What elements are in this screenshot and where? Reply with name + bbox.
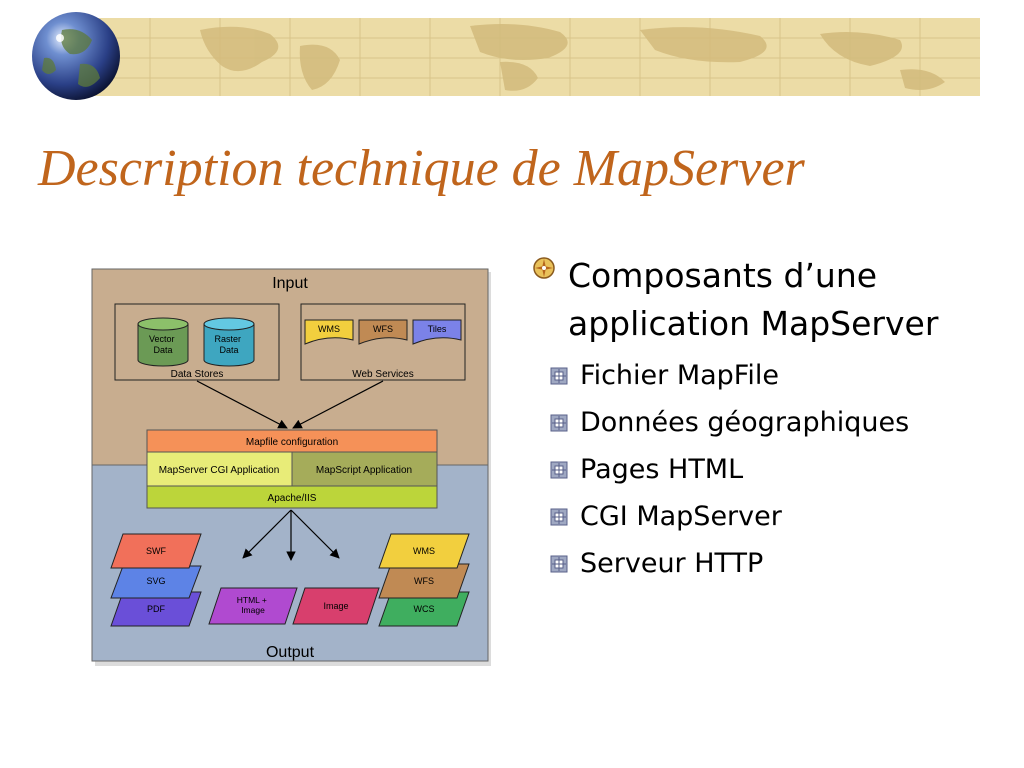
square-bullet-icon xyxy=(550,461,568,479)
bullet-main-text: Composants d’une application MapServer xyxy=(568,256,939,343)
apache-iis-bar xyxy=(146,485,438,509)
mapserver-architecture-diagram: Input Data Stores Vector Data Raster Dat… xyxy=(91,268,491,666)
arrow-output-right xyxy=(290,509,340,559)
svg-text:MapScript Application: MapScript Application xyxy=(316,465,412,476)
sub-bullet: Pages HTML xyxy=(532,452,1002,489)
wms-doc xyxy=(304,319,354,345)
svg-text:Apache/IIS: Apache/IIS xyxy=(268,493,317,504)
arrow-datastores xyxy=(196,380,288,429)
square-bullet-icon xyxy=(550,508,568,526)
slide-title: Description technique de MapServer xyxy=(38,140,805,197)
svg-text:Vector Data: Vector Data xyxy=(149,334,177,355)
raster-data-cylinder xyxy=(203,317,255,367)
vector-label-1: Vector xyxy=(149,334,175,344)
vector-label-2: Data xyxy=(153,345,172,355)
swf-shape xyxy=(110,533,202,569)
sub-bullet-text: Données géographiques xyxy=(580,406,910,438)
html-image-shape xyxy=(208,587,298,625)
data-stores-box xyxy=(114,303,280,381)
bullet-main: Composants d’une application MapServer xyxy=(532,252,1002,348)
raster-label-1: Raster xyxy=(214,334,241,344)
sub-bullet-text: Fichier MapFile xyxy=(580,359,779,391)
svg-text:HTML + Image: HTML + Image xyxy=(237,595,270,615)
sub-bullet-text: Pages HTML xyxy=(580,453,744,485)
wfs-doc xyxy=(358,319,408,345)
svg-text:WCS: WCS xyxy=(414,604,435,614)
arrow-output-left xyxy=(242,509,292,559)
svg-text:WFS: WFS xyxy=(414,576,434,586)
vector-data-cylinder xyxy=(137,317,189,367)
ws-wms-label: WMS xyxy=(318,324,340,334)
tiles-doc xyxy=(412,319,462,345)
wms-out-shape xyxy=(378,533,470,569)
svg-text:SVG: SVG xyxy=(146,576,165,586)
ws-wfs-label: WFS xyxy=(373,324,393,334)
svg-text:SWF: SWF xyxy=(146,546,166,556)
web-services-box xyxy=(300,303,466,381)
sub-bullet-text: CGI MapServer xyxy=(580,500,782,532)
data-stores-label: Data Stores xyxy=(171,369,224,380)
mapserver-cgi-box xyxy=(146,451,293,487)
mapscript-box xyxy=(291,451,438,487)
sub-bullet: Données géographiques xyxy=(532,405,1002,442)
globe-icon xyxy=(32,12,120,100)
compass-bullet-icon xyxy=(533,257,555,279)
sub-bullet-text: Serveur HTTP xyxy=(580,547,764,579)
input-label: Input xyxy=(272,275,308,292)
image-shape xyxy=(292,587,380,625)
svg-text:MapServer CGI Application: MapServer CGI Application xyxy=(159,465,280,476)
svg-text:WMS: WMS xyxy=(413,546,435,556)
sub-bullet: CGI MapServer xyxy=(532,499,1002,536)
svg-text:Raster Data: Raster Data xyxy=(214,334,243,355)
sub-bullet: Fichier MapFile xyxy=(532,358,1002,395)
square-bullet-icon xyxy=(550,414,568,432)
raster-label-2: Data xyxy=(219,345,238,355)
web-services-label: Web Services xyxy=(352,369,414,380)
ws-tiles-label: Tiles xyxy=(428,324,447,334)
svg-text:Mapfile configuration: Mapfile configuration xyxy=(246,437,338,448)
map-banner xyxy=(32,12,980,100)
bullet-list: Composants d’une application MapServer F… xyxy=(532,252,1002,583)
arrow-webservices xyxy=(292,380,384,429)
sub-bullet: Serveur HTTP xyxy=(532,546,1002,583)
sub-bullets: Fichier MapFile Données géographiques Pa… xyxy=(532,358,1002,583)
output-label: Output xyxy=(266,644,315,661)
svg-text:PDF: PDF xyxy=(147,604,166,614)
svg-text:Image: Image xyxy=(323,601,348,611)
square-bullet-icon xyxy=(550,367,568,385)
square-bullet-icon xyxy=(550,555,568,573)
